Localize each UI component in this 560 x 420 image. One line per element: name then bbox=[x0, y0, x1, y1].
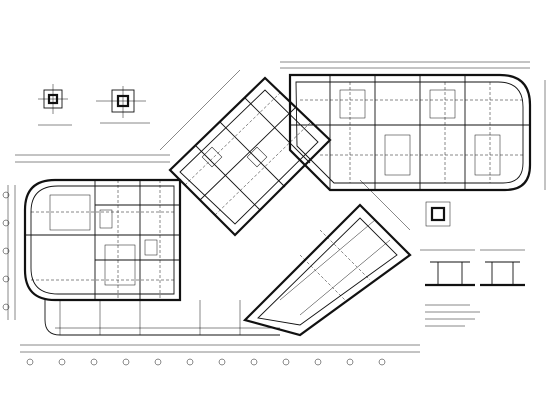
grid-axis-bubble bbox=[218, 358, 226, 366]
grid-axis-bubbles-left bbox=[2, 191, 10, 311]
grid-axis-bubble bbox=[378, 358, 386, 366]
left-wing-plan bbox=[23, 178, 182, 302]
grid-axis-bubble bbox=[2, 303, 10, 311]
grid-axis-bubble bbox=[90, 358, 98, 366]
grid-axis-bubble bbox=[282, 358, 290, 366]
grid-axis-bubble bbox=[58, 358, 66, 366]
column-section-detail bbox=[425, 201, 451, 227]
grid-axis-bubble bbox=[122, 358, 130, 366]
diagonal-wing-plan bbox=[159, 69, 332, 237]
dimension-lines-top-right bbox=[280, 61, 546, 190]
foundation-section-detail-2 bbox=[480, 249, 525, 287]
dimension-lines-bottom bbox=[20, 344, 420, 353]
grid-axis-bubble bbox=[2, 191, 10, 199]
foundation-section-detail-1 bbox=[420, 249, 475, 287]
grid-axis-bubble bbox=[2, 247, 10, 255]
grid-axis-bubbles-bottom bbox=[26, 358, 386, 366]
beam-section-detail bbox=[96, 86, 150, 124]
grid-axis-bubble bbox=[2, 219, 10, 227]
grid-axis-bubble bbox=[26, 358, 34, 366]
grid-axis-bubble bbox=[2, 275, 10, 283]
right-wing-plan bbox=[288, 73, 532, 192]
grid-axis-bubble bbox=[154, 358, 162, 366]
bottom-strip bbox=[44, 300, 280, 336]
grid-axis-bubble bbox=[346, 358, 354, 366]
column-joint-detail bbox=[38, 84, 72, 126]
notes-block bbox=[425, 304, 480, 327]
lower-diagonal-wing bbox=[242, 179, 412, 337]
dimension-lines-top-left bbox=[7, 154, 170, 320]
grid-axis-bubble bbox=[186, 358, 194, 366]
grid-axis-bubble bbox=[250, 358, 258, 366]
grid-axis-bubble bbox=[314, 358, 322, 366]
